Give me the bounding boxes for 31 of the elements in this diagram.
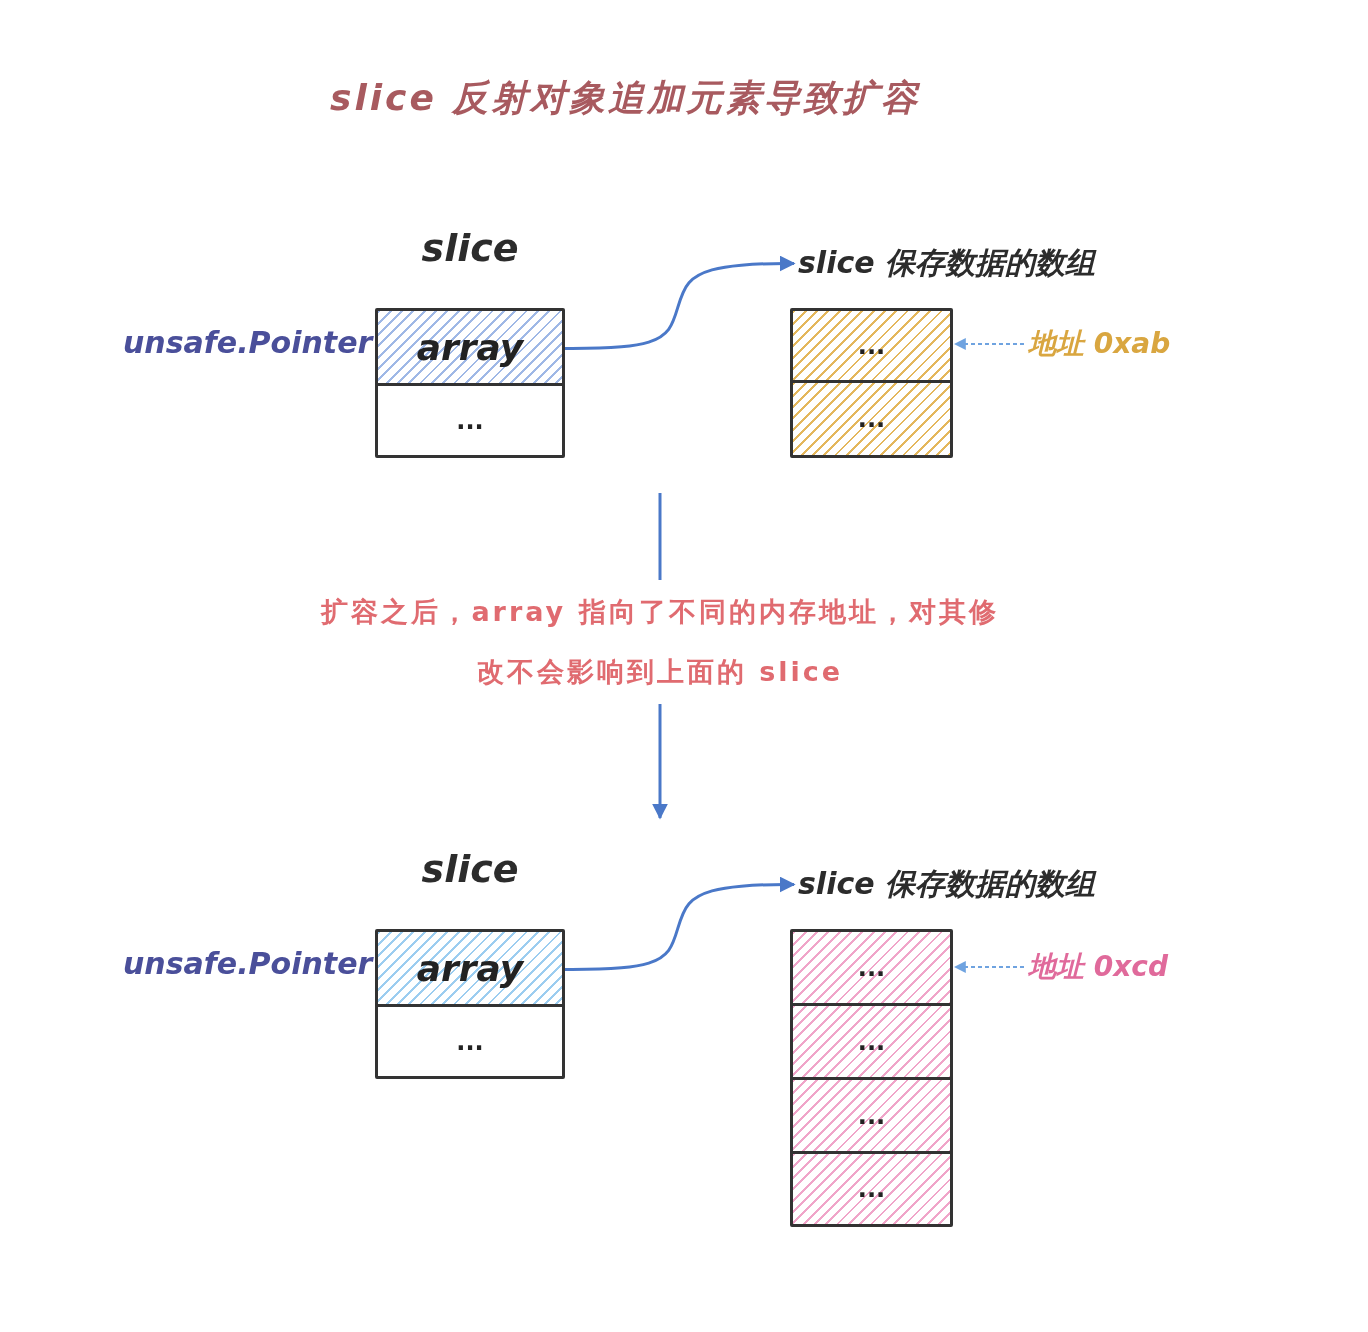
field-cell — [793, 311, 950, 383]
field-text: ... — [857, 1175, 886, 1203]
field-text: ... — [456, 406, 484, 435]
field-cell — [793, 1080, 950, 1154]
field-text: ... — [857, 1027, 886, 1056]
dashed-arrow — [953, 961, 1025, 973]
diagram-title: slice 反射对象追加元素导致扩容 — [330, 76, 921, 120]
type-label: unsafe.Pointer — [123, 325, 373, 360]
field-text: array — [416, 326, 524, 368]
type-label: unsafe.Pointer — [123, 946, 373, 981]
struct-heading: slice 保存数据的数组 — [798, 244, 1095, 282]
field-cell — [378, 932, 562, 1007]
field-cell — [793, 1154, 950, 1224]
field-text: array — [416, 947, 524, 989]
dashed-arrow — [953, 338, 1025, 350]
arrow — [652, 704, 668, 820]
arrow — [562, 876, 796, 971]
address-label: 地址 0xab — [1028, 325, 1171, 363]
field-cell — [793, 932, 950, 1006]
field-cell — [793, 1006, 950, 1080]
struct-heading: slice 保存数据的数组 — [798, 865, 1095, 903]
note-text: 扩容之后，array 指向了不同的内存地址，对其修改不会影响到上面的 slice — [310, 582, 1010, 702]
field-text: ... — [857, 1101, 886, 1130]
arrow — [562, 255, 796, 350]
field-cell — [378, 311, 562, 386]
address-label: 地址 0xcd — [1028, 948, 1168, 986]
field-text: ... — [857, 953, 886, 982]
field-cell — [793, 383, 950, 455]
struct-heading: slice — [420, 847, 520, 891]
field-text: ... — [456, 1027, 484, 1056]
struct-heading: slice — [420, 226, 520, 270]
